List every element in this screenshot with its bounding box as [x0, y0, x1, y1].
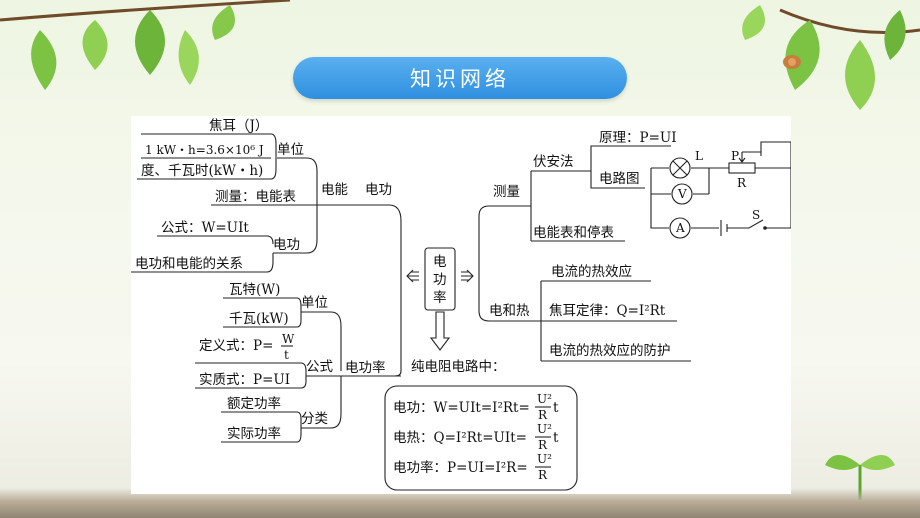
formula-row-1-den: R [538, 408, 548, 422]
pure-resistor-heading: 纯电阻电路中： [411, 359, 506, 375]
mindmap-diagram: 焦耳（J） 1 kW・h=3.6×10⁶ J 度、千瓦时(kW・h) 单位 测量… [131, 118, 791, 491]
fuanfa-label: 伏安法 [533, 154, 574, 170]
mindmap-board: 焦耳（J） 1 kW・h=3.6×10⁶ J 度、千瓦时(kW・h) 单位 测量… [131, 116, 791, 494]
formula-row-1-tail: t [553, 400, 559, 416]
power-unit-label: 单位 [301, 295, 328, 311]
formula-row-2-label: 电热：Q=I²Rt=UIt= [393, 430, 527, 446]
formula-row-2-num: U² [537, 422, 552, 436]
relation-label: 电功和电能的关系 [135, 256, 243, 272]
formula-box [384, 385, 578, 491]
real-formula: 实质式：P=UI [199, 372, 290, 388]
center-box [424, 247, 456, 311]
rheostat-icon [728, 162, 756, 174]
line-heat-branch [478, 276, 541, 322]
underline-relation [131, 253, 274, 273]
label-R: R [737, 176, 747, 190]
brace-power-units [296, 297, 302, 328]
circuit-label: 电路图 [599, 171, 640, 187]
formula-row-1-label: 电功：W=UIt=I²Rt= [393, 400, 530, 416]
diangong-label: 电功 [365, 182, 392, 198]
diangong-small: 电功 [273, 237, 300, 253]
arrow-right-icon [461, 269, 474, 283]
unit-label: 单位 [277, 142, 304, 158]
celiang-label: 测量 [493, 184, 520, 200]
heat-effect-label: 电流的热效应 [551, 263, 632, 280]
dianhere-label: 电和热 [489, 303, 530, 319]
sprout-decoration-icon [825, 455, 895, 500]
underline-formula [157, 235, 274, 245]
unit-kwh: 1 kW・h=3.6×10⁶ J [145, 143, 264, 157]
line-measure-branch [478, 205, 531, 276]
formula-row-2-tail: t [553, 430, 559, 446]
def-formula: 定义式：P= [199, 338, 273, 354]
unit-watt: 瓦特(W) [229, 282, 280, 298]
label-S: S [752, 208, 760, 222]
title-banner: 知识网络 [293, 57, 627, 99]
leaf-decoration-topleft-icon [0, 0, 291, 90]
fenlei-label: 分类 [301, 411, 328, 427]
actual-power: 实际功率 [227, 425, 281, 442]
bracket-fuanfa [590, 145, 671, 189]
gongshi-label: 公式 [306, 359, 333, 375]
line-diangong [273, 205, 318, 254]
power-label: 电功率 [345, 359, 386, 376]
unit-joule: 焦耳（J） [209, 118, 268, 134]
measure-label: 测量：电能表 [215, 189, 296, 205]
arrow-left-icon [406, 269, 419, 283]
formula-wuit: 公式：W=UIt [161, 220, 249, 236]
formula-row-2-den: R [538, 438, 548, 452]
meter-label: 电能表和停表 [533, 224, 614, 241]
unit-kw: 千瓦(kW) [229, 311, 289, 327]
leaf-decoration-topright-icon [742, 5, 920, 110]
formula-row-3-label: 电功率：P=UI=I²R= [393, 459, 528, 476]
line-energy-trunk [317, 204, 402, 377]
center-char-2: 功 [433, 272, 447, 288]
line-fenlei [301, 376, 342, 429]
arrow-down-icon [429, 311, 451, 351]
def-frac-num: W [282, 332, 295, 346]
formula-row-1-num: U² [537, 392, 552, 406]
brace-class [296, 411, 302, 443]
label-A: A [675, 221, 685, 235]
dianneng-label: 电能 [321, 182, 348, 198]
center-char-1: 电 [433, 254, 447, 270]
unit-du: 度、千瓦时(kW・h) [141, 163, 263, 179]
page-title: 知识网络 [410, 67, 510, 91]
circuit-diagram: L P R V A S [650, 141, 791, 239]
formula-row-3-num: U² [537, 452, 552, 466]
def-frac-den: t [284, 348, 289, 362]
label-P: P [731, 149, 739, 163]
line-power-unit [301, 311, 342, 371]
principle-label: 原理：P=UI [599, 130, 677, 146]
ammeter-icon [669, 217, 691, 239]
protect-label: 电流的热效应的防护 [549, 342, 671, 359]
label-L: L [695, 149, 703, 163]
voltmeter-icon [671, 183, 693, 205]
formula-row-3-den: R [538, 468, 548, 482]
rated-power: 额定功率 [227, 395, 281, 412]
label-V: V [677, 187, 687, 201]
center-char-3: 率 [433, 289, 447, 306]
line-unit [277, 157, 318, 191]
joule-law-label: 焦耳定律：Q=I²Rt [549, 303, 666, 319]
brace-units [270, 133, 277, 180]
